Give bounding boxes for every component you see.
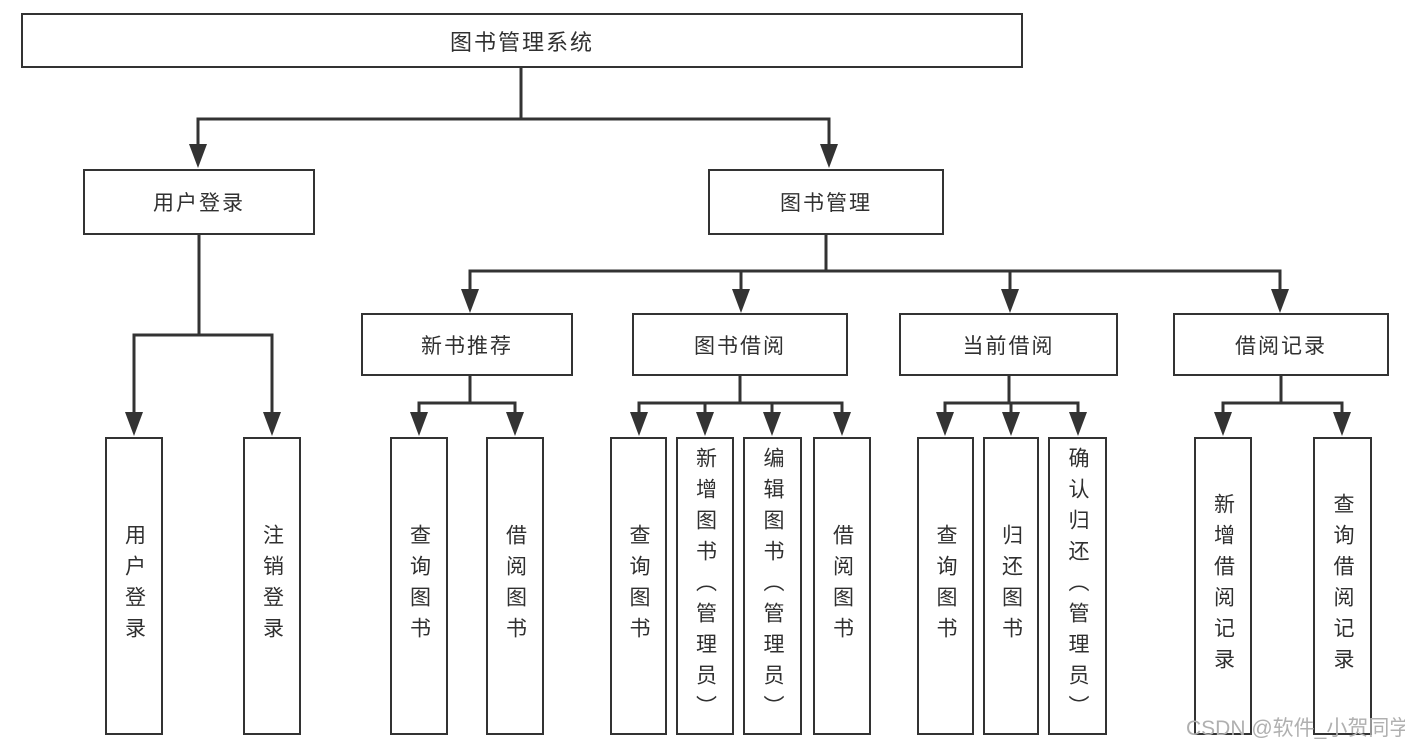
leaf-add-book-admin: 新增图书（管理员）	[676, 437, 734, 735]
leaf-add-borrow-record: 新增借阅记录	[1194, 437, 1252, 735]
leaf-user-login: 用户登录	[105, 437, 163, 735]
leaf-query-books-recommend: 查询图书	[390, 437, 448, 735]
node-label: 归还图书	[999, 524, 1023, 648]
node-label: 查询图书	[407, 524, 431, 648]
watermark: CSDN @软件_小贺同学	[1186, 717, 1405, 740]
node-current-borrowing: 当前借阅	[899, 313, 1118, 376]
node-label: 借阅图书	[503, 524, 527, 648]
node-root: 图书管理系统	[21, 13, 1023, 68]
arrowheads	[125, 144, 1351, 436]
leaf-logout: 注销登录	[243, 437, 301, 735]
node-user-login: 用户登录	[83, 169, 315, 235]
node-label: 用户登录	[122, 524, 146, 648]
node-book-management: 图书管理	[708, 169, 944, 235]
node-label: 确认归还（管理员）	[1066, 446, 1089, 726]
node-label: 当前借阅	[962, 334, 1055, 358]
node-label: 借阅记录	[1235, 334, 1327, 358]
node-label: 新增图书（管理员）	[693, 446, 717, 726]
node-label: 用户登录	[153, 192, 245, 215]
node-label: 编辑图书（管理员）	[761, 446, 784, 726]
node-label: 注销登录	[260, 524, 284, 648]
node-label: 图书借阅	[694, 334, 786, 358]
node-label: 查询图书	[627, 524, 650, 648]
node-label: 查询图书	[934, 524, 957, 648]
leaf-edit-book-admin: 编辑图书（管理员）	[743, 437, 802, 735]
leaf-borrow-books: 借阅图书	[813, 437, 871, 735]
node-book-borrowing: 图书借阅	[632, 313, 848, 376]
node-label: 借阅图书	[830, 524, 854, 648]
leaf-query-books-borrowing: 查询图书	[610, 437, 667, 735]
node-label: 查询借阅记录	[1331, 493, 1354, 679]
node-new-book-recommend: 新书推荐	[361, 313, 573, 376]
leaf-borrow-books-recommend: 借阅图书	[486, 437, 544, 735]
node-label: 图书管理系统	[449, 29, 594, 55]
node-label: 新增借阅记录	[1211, 493, 1235, 679]
leaf-confirm-return-admin: 确认归还（管理员）	[1048, 437, 1107, 735]
node-borrow-records: 借阅记录	[1173, 313, 1389, 376]
node-label: 新书推荐	[421, 334, 513, 358]
leaf-query-books-current: 查询图书	[917, 437, 974, 735]
node-label: 图书管理	[780, 192, 872, 215]
leaf-query-borrow-record: 查询借阅记录	[1313, 437, 1372, 735]
leaf-return-book: 归还图书	[983, 437, 1039, 735]
